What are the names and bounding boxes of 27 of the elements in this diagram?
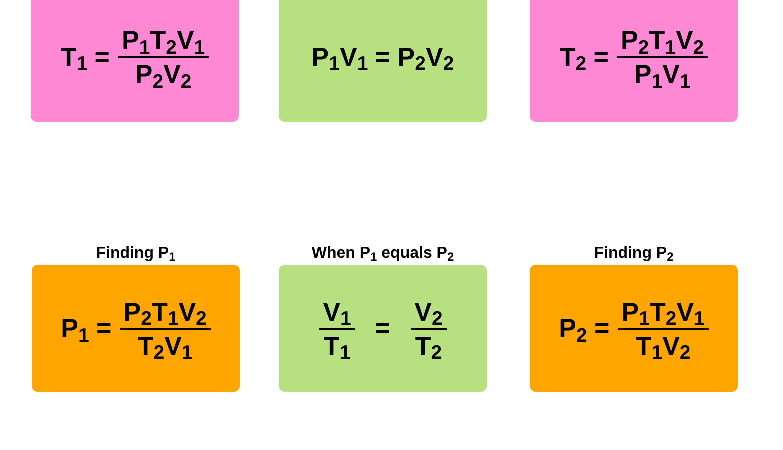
numerator: P$_{2}$T$_{1}$V$_{2}$ [620,24,706,56]
denominator: P$_{1}$V$_{1}$ [633,58,692,90]
denominator: T$_{1}$ [322,330,352,362]
formula-box [32,265,240,392]
formula-lhs: T$_{2}$ = [560,40,609,76]
denominator: T$_{1}$V$_{2}$ [634,330,692,362]
formula-lhs: P$_{1}$ = [61,312,112,348]
heading: When P$_{1}$ equals P$_{2}$ [312,245,454,262]
formula-box [530,0,738,122]
formula-box [31,0,239,122]
formula-lhs: T$_{1}$ = [60,40,110,76]
numerator: P$_{2}$T$_{1}$V$_{2}$ [122,296,208,328]
formula-box [279,0,487,122]
formula-box [530,265,738,392]
denominator: P$_{2}$V$_{2}$ [134,58,193,90]
heading: Finding P$_{1}$ [96,245,176,262]
formula-lhs: P$_{2}$ = [559,312,610,348]
formula: P$_{1}$V$_{1}$ = P$_{2}$V$_{2}$ [312,40,454,76]
numerator: P$_{1}$T$_{2}$V$_{1}$ [620,296,706,328]
denominator: T$_{2}$V$_{1}$ [136,330,194,362]
numerator: V$_{1}$ [322,296,352,328]
numerator: V$_{2}$ [414,296,444,328]
denominator: T$_{2}$ [414,330,444,362]
numerator: P$_{1}$T$_{2}$V$_{1}$ [121,24,206,56]
formula-box [279,265,487,392]
heading: Finding P$_{2}$ [594,245,674,262]
equals-sign: = [375,312,391,345]
